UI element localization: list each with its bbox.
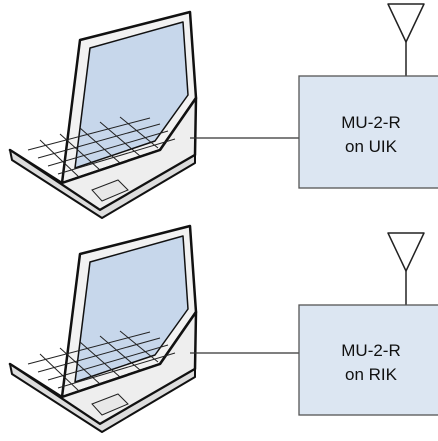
- antenna-icon: [387, 3, 425, 77]
- laptop-icon: [8, 224, 198, 434]
- mu-2-r-box: [298, 304, 438, 416]
- box-label-line2: on RIK: [345, 365, 398, 384]
- laptop-icon: [8, 10, 198, 220]
- unit-group-uik: MU-2-R on UIK: [8, 3, 438, 220]
- unit-group-rik: MU-2-R on RIK: [8, 224, 438, 434]
- box-label-line1: MU-2-R: [341, 113, 401, 132]
- antenna-icon: [387, 232, 425, 306]
- mu-2-r-box: [298, 75, 438, 189]
- box-label-line1: MU-2-R: [341, 341, 401, 360]
- box-label-line2: on UIK: [345, 137, 398, 156]
